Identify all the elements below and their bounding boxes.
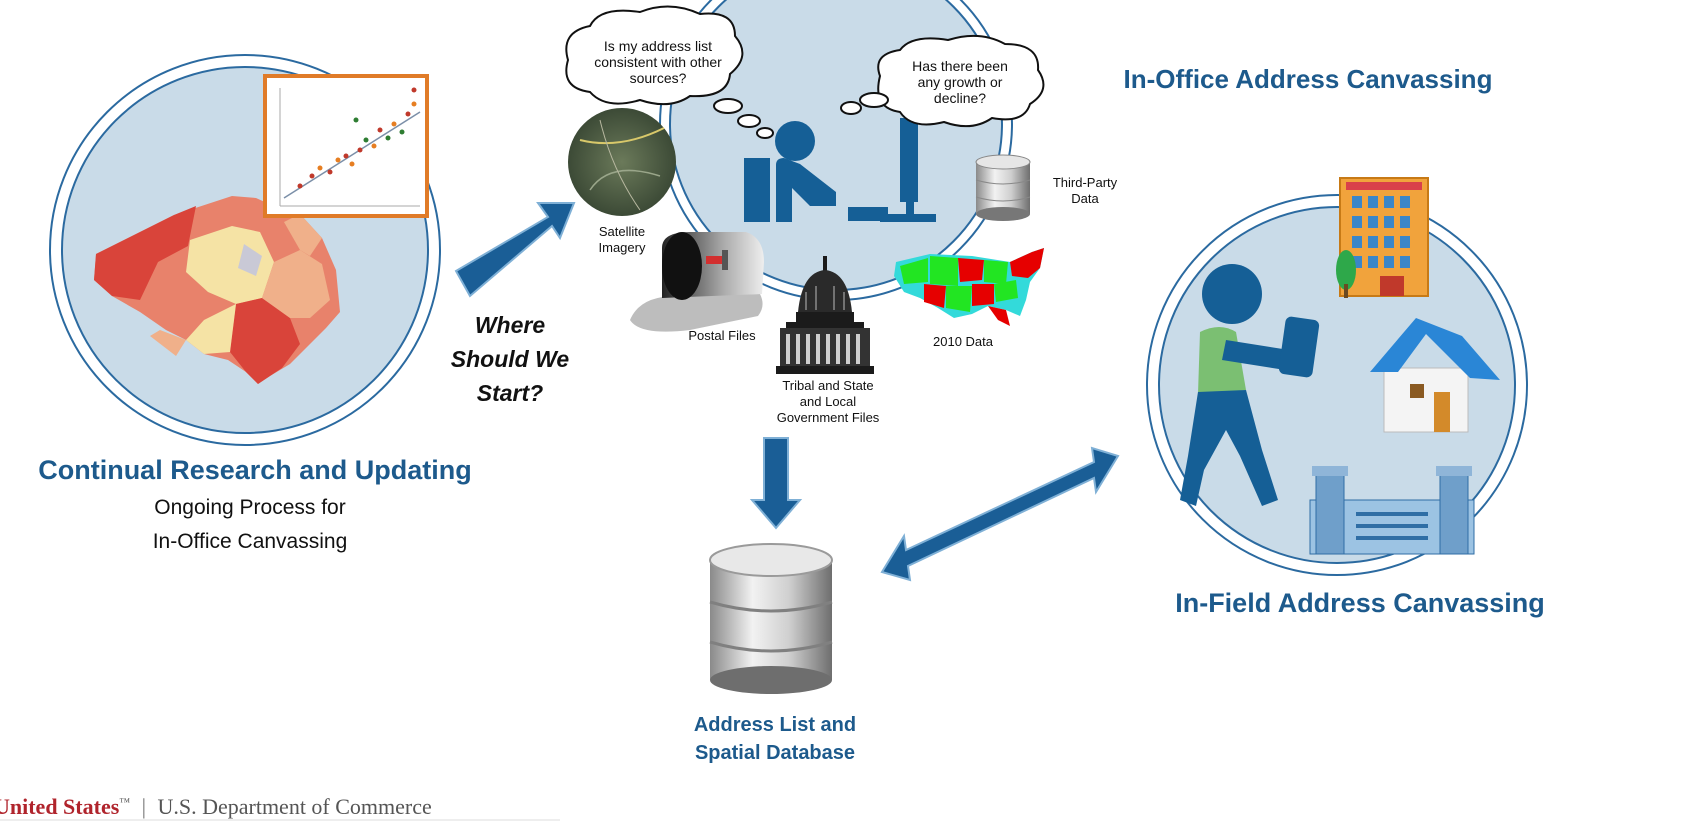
where-start-line1: Where bbox=[474, 312, 546, 338]
database-label-line2: Spatial Database bbox=[694, 742, 856, 764]
footer-department: U.S. Department of Commerce bbox=[157, 794, 432, 819]
field-worker-icon bbox=[1180, 264, 1320, 506]
double-arrow-field-office bbox=[880, 446, 1120, 582]
where-start-line3: Start? bbox=[476, 380, 544, 406]
footer-brand: United States bbox=[0, 794, 120, 819]
thought-right-line2: any growth or bbox=[917, 74, 1003, 90]
choropleth-county-map bbox=[94, 196, 340, 384]
government-label-line2: and Local bbox=[799, 394, 857, 409]
facility-building-icon bbox=[1309, 466, 1475, 555]
mailbox-icon bbox=[630, 232, 764, 332]
thought-bubble-left bbox=[565, 5, 774, 139]
satellite-label-line1: Satellite bbox=[598, 224, 646, 239]
footer-separator: | bbox=[141, 794, 146, 819]
third-party-label-line1: Third-Party bbox=[1052, 175, 1118, 190]
footer-brand-bar: United States™ | U.S. Department of Comm… bbox=[0, 794, 432, 820]
thought-bubble-right bbox=[840, 34, 1045, 128]
capitol-building-icon bbox=[776, 256, 874, 374]
thought-left-line3: sources? bbox=[629, 70, 687, 86]
thought-left-line2: consistent with other bbox=[594, 54, 722, 70]
data-2010-label: 2010 Data bbox=[933, 334, 993, 349]
government-label-line3: Government Files bbox=[776, 410, 880, 425]
government-label-line1: Tribal and State bbox=[782, 378, 874, 393]
scatter-plot-thumbnail bbox=[263, 74, 429, 218]
research-subtitle-line1: Ongoing Process for bbox=[154, 496, 346, 519]
us-map-2010-icon bbox=[894, 248, 1044, 326]
postal-files-label: Postal Files bbox=[688, 328, 756, 343]
in-field-title: In-Field Address Canvassing bbox=[1175, 588, 1545, 618]
footer-trademark: ™ bbox=[119, 796, 131, 809]
arrow-to-database bbox=[749, 437, 803, 530]
third-party-data-icon bbox=[975, 154, 1031, 221]
third-party-label-line2: Data bbox=[1071, 191, 1099, 206]
database-label-line1: Address List and bbox=[693, 714, 857, 736]
thought-right-line3: decline? bbox=[933, 90, 987, 106]
arrow-to-in-office bbox=[454, 202, 576, 298]
thought-right-line1: Has there been bbox=[912, 58, 1008, 74]
thought-left-line1: Is my address list bbox=[603, 38, 713, 54]
research-subtitle-line2: In-Office Canvassing bbox=[152, 530, 348, 553]
office-worker-icon bbox=[744, 118, 936, 222]
satellite-label-line2: Imagery bbox=[598, 240, 646, 255]
house-icon bbox=[1370, 318, 1500, 433]
in-office-title: In-Office Address Canvassing bbox=[1123, 64, 1493, 94]
where-start-line2: Should We bbox=[450, 346, 570, 372]
research-title: Continual Research and Updating bbox=[38, 455, 472, 485]
satellite-imagery-icon bbox=[568, 108, 676, 216]
apartment-building-icon bbox=[1336, 177, 1429, 298]
address-database-icon bbox=[709, 543, 833, 694]
